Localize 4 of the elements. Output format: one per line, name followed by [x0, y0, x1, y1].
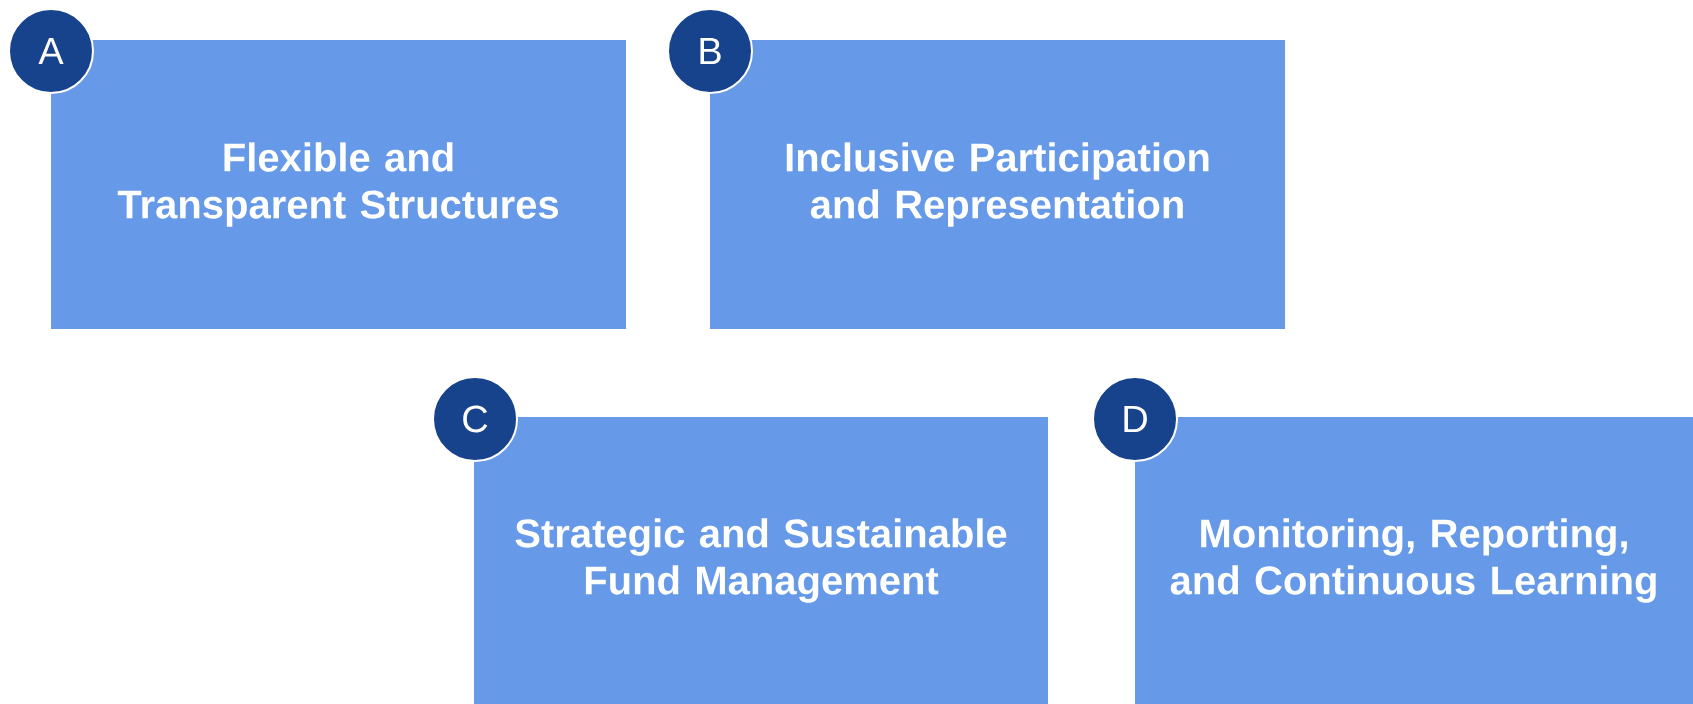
letter-badge: C	[432, 376, 518, 462]
letter-badge: A	[8, 8, 94, 94]
letter-badge: D	[1092, 376, 1178, 462]
letter-badge: B	[667, 8, 753, 94]
